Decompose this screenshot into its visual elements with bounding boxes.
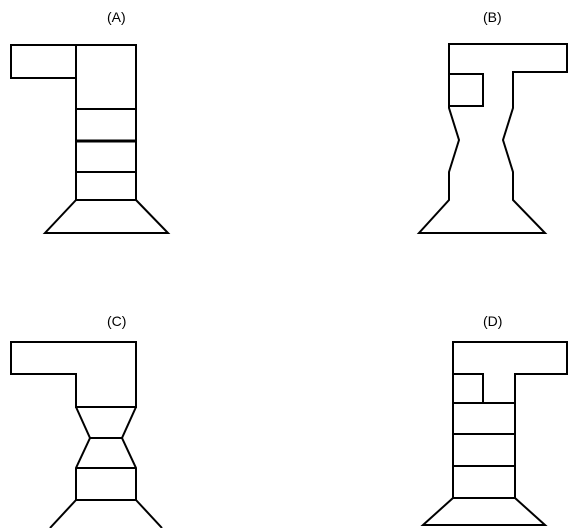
shape-c [10, 341, 163, 528]
label-c: (C) [107, 313, 126, 329]
shape-d [420, 341, 568, 526]
shape-b [416, 43, 568, 234]
shape-a [10, 44, 171, 234]
figure-a: (A) [10, 9, 171, 234]
figure-b: (B) [416, 9, 568, 234]
label-b: (B) [483, 9, 502, 25]
label-a: (A) [107, 9, 126, 25]
label-d: (D) [483, 313, 502, 329]
figure-c: (C) [10, 313, 163, 528]
figure-d: (D) [420, 313, 568, 526]
